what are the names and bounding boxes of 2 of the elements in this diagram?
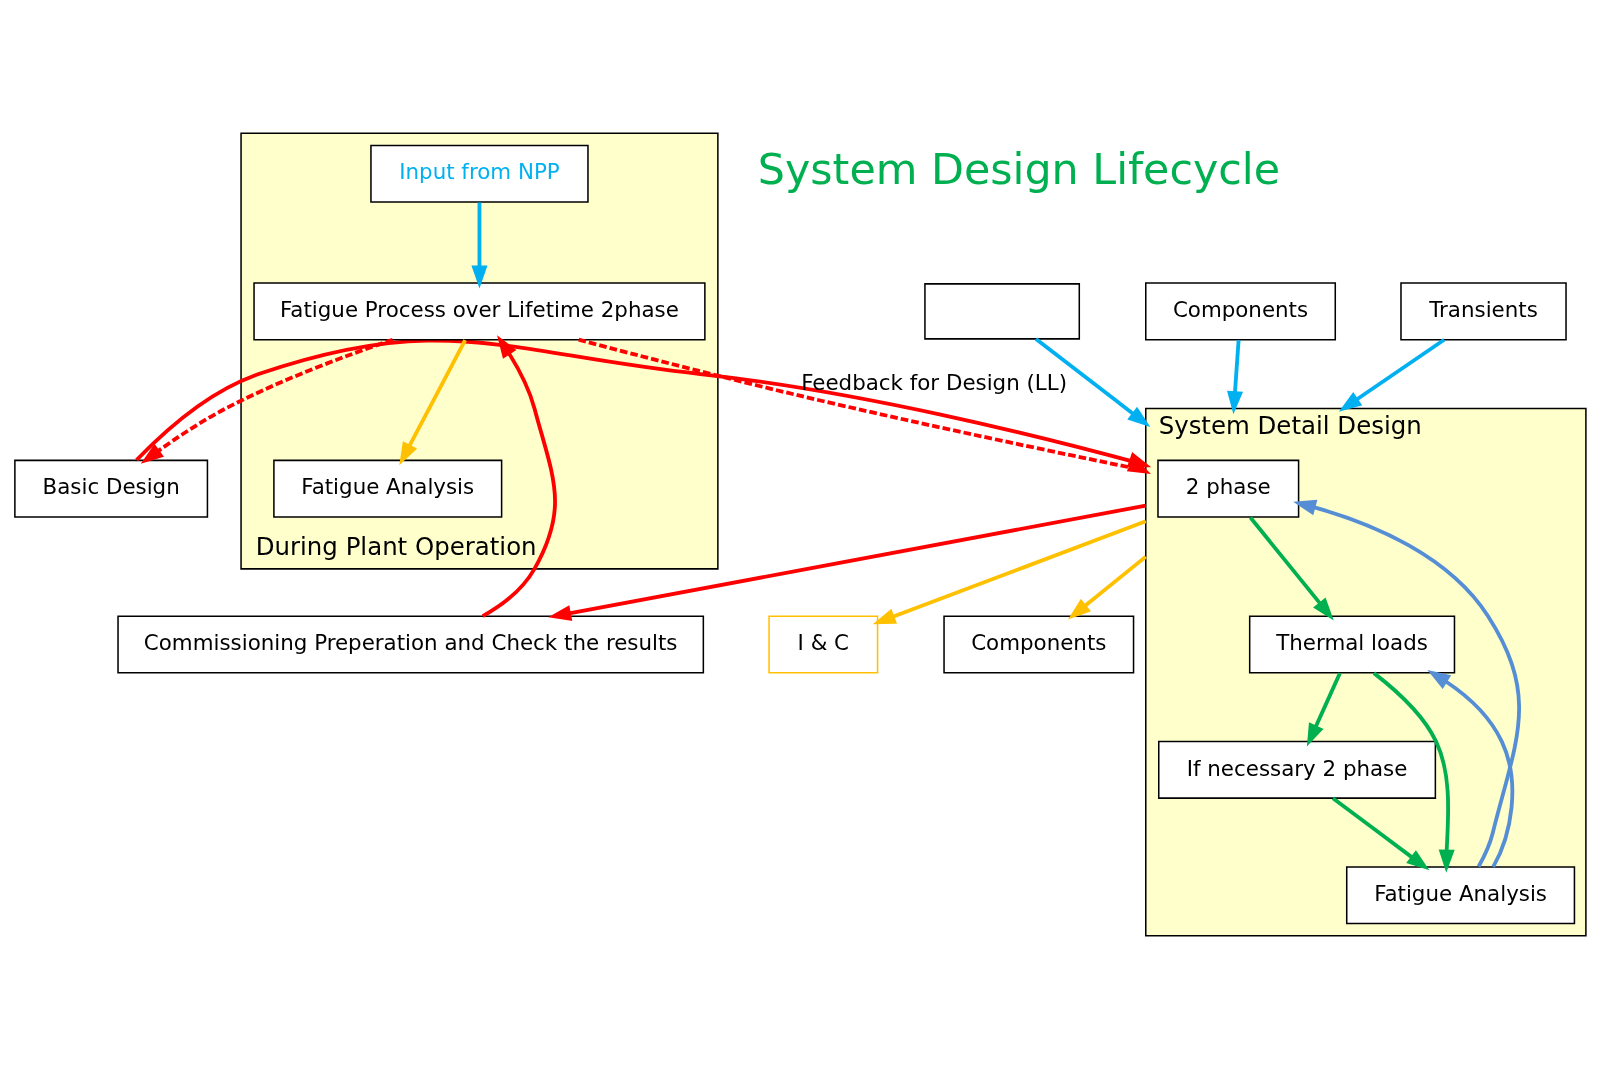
- label: System Design Lifecycle: [757, 144, 1280, 195]
- edge-label: Feedback for Design (LL): [801, 370, 1068, 396]
